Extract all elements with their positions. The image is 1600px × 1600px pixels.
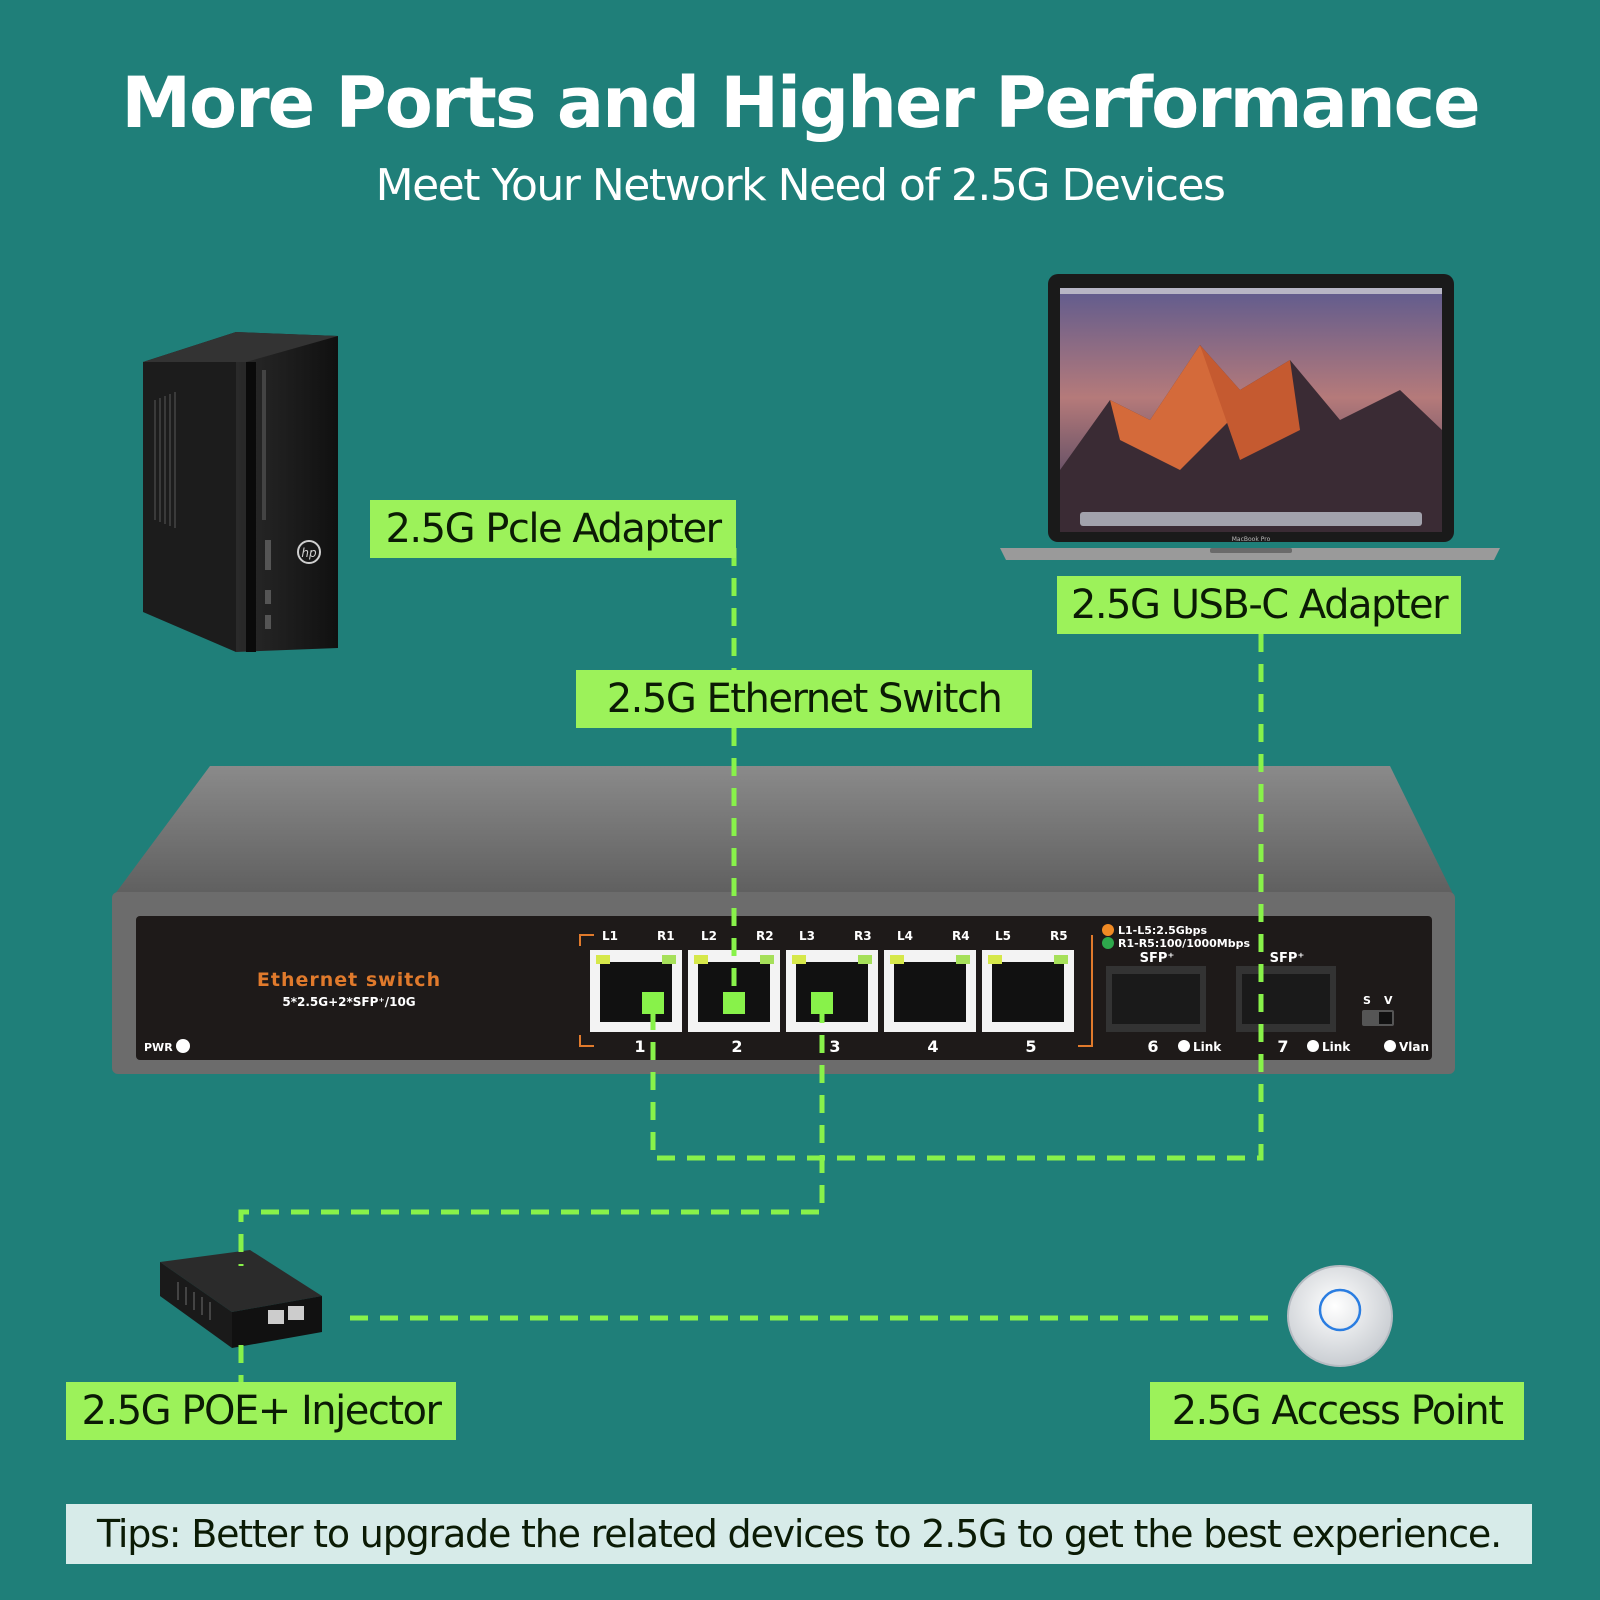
connection-lines (238, 548, 1280, 1382)
port-number-6: 6 (1147, 1037, 1158, 1056)
page-subtitle: Meet Your Network Need of 2.5G Devices (375, 160, 1226, 211)
rj45-port-5[interactable] (982, 950, 1074, 1032)
led-label-l4: L4 (897, 929, 913, 943)
laptop-icon: MacBook Pro (1000, 274, 1500, 560)
led-label-r4: R4 (952, 929, 970, 943)
link-label-7: Link (1322, 1040, 1351, 1054)
poe-injector-icon (160, 1250, 322, 1348)
label-poe-injector: 2.5G POE+ Injector (66, 1382, 456, 1440)
port-number-4: 4 (927, 1037, 938, 1056)
led-label-l3: L3 (799, 929, 815, 943)
port-number-3: 3 (829, 1037, 840, 1056)
vlan-toggle[interactable] (1362, 1010, 1394, 1026)
desktop-pc-icon: hp (143, 332, 338, 652)
pc-logo: hp (301, 546, 317, 560)
legend-orange: L1-L5:2.5Gbps (1118, 924, 1208, 937)
access-point-icon (1287, 1265, 1393, 1367)
laptop-name: MacBook Pro (1232, 536, 1271, 543)
label-ethernet-switch: 2.5G Ethernet Switch (576, 670, 1032, 728)
tips-banner: Tips: Better to upgrade the related devi… (66, 1504, 1532, 1564)
pwr-led (176, 1039, 190, 1053)
port-number-1: 1 (634, 1037, 645, 1056)
ethernet-switch: Ethernet switch 5*2.5G+2*SFP⁺/10G PWR L1… (112, 766, 1455, 1074)
rj45-port-1[interactable] (590, 950, 682, 1032)
sfp-label-7: SFP⁺ (1270, 951, 1305, 966)
led-label-r5: R5 (1050, 929, 1068, 943)
led-label-l1: L1 (602, 929, 618, 943)
led-label-l2: L2 (701, 929, 717, 943)
switch-v-label: V (1384, 994, 1393, 1007)
switch-s-label: S (1363, 994, 1371, 1007)
line-port3-to-poe (238, 1005, 825, 1266)
page-title: More Ports and Higher Performance (121, 62, 1480, 144)
led-label-r3: R3 (854, 929, 872, 943)
vlan-label: Vlan (1399, 1040, 1429, 1054)
led-label-r2: R2 (756, 929, 774, 943)
rj45-port-3[interactable] (786, 950, 878, 1032)
link-label-6: Link (1193, 1040, 1222, 1054)
switch-brand: Ethernet switch (257, 969, 441, 991)
led-label-l5: L5 (995, 929, 1011, 943)
label-access-point: 2.5G Access Point (1150, 1382, 1524, 1440)
sfp-label-6: SFP⁺ (1140, 951, 1175, 966)
rj45-port-4[interactable] (884, 950, 976, 1032)
switch-spec: 5*2.5G+2*SFP⁺/10G (282, 995, 415, 1009)
line-usbc-to-port1 (650, 634, 1264, 1161)
port1-plug-marker (642, 992, 664, 1014)
port-number-2: 2 (731, 1037, 742, 1056)
port3-plug-marker (811, 992, 833, 1014)
port-number-7: 7 (1277, 1037, 1288, 1056)
rj45-port-2[interactable] (688, 950, 780, 1032)
sfp-port-7[interactable] (1236, 966, 1336, 1032)
legend-green: R1-R5:100/1000Mbps (1118, 937, 1251, 950)
pwr-label: PWR (144, 1041, 173, 1054)
port-number-5: 5 (1025, 1037, 1036, 1056)
sfp-port-6[interactable] (1106, 966, 1206, 1032)
port2-plug-marker (723, 992, 745, 1014)
led-label-r1: R1 (657, 929, 675, 943)
label-pcie-adapter: 2.5G Pcle Adapter (370, 500, 736, 558)
label-usbc-adapter: 2.5G USB-C Adapter (1057, 576, 1461, 634)
